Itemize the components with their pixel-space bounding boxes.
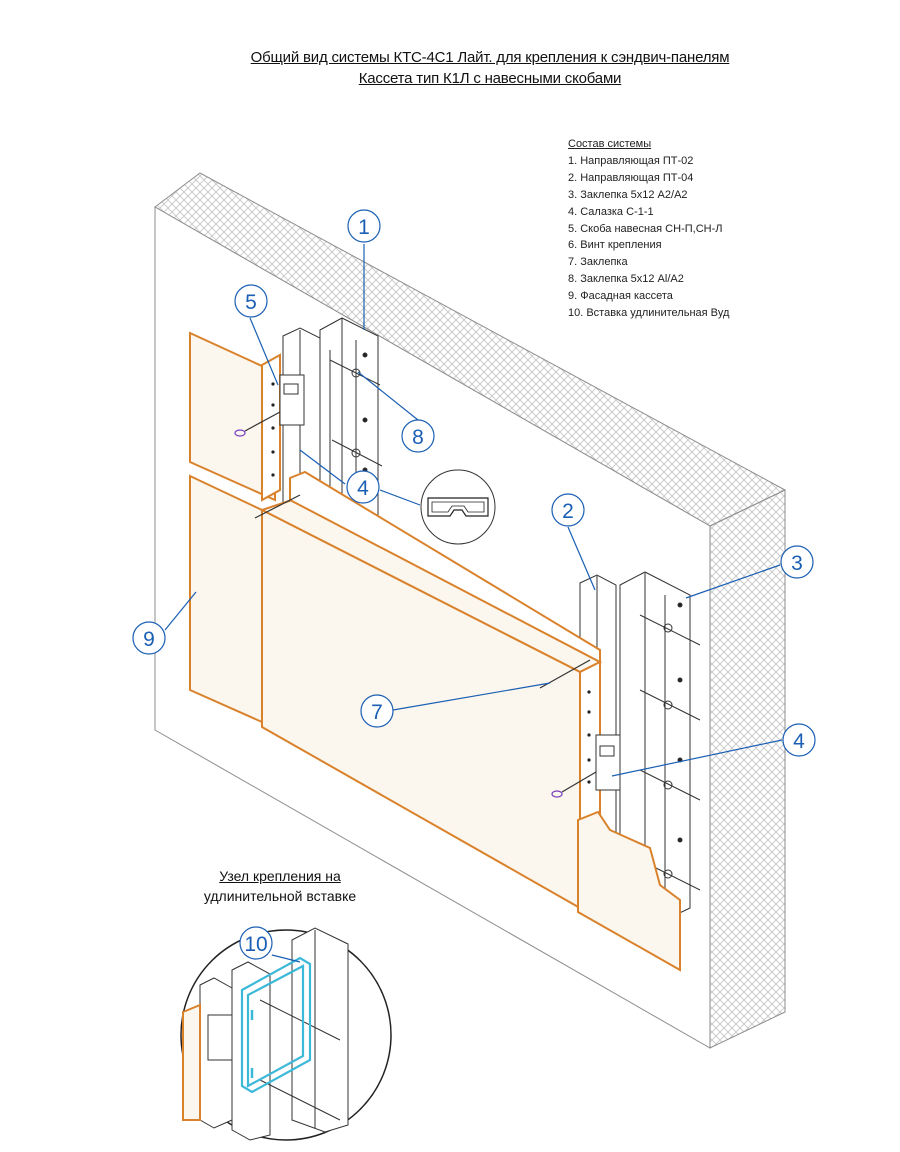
legend-item: 2. Направляющая ПТ-04: [568, 171, 694, 184]
callouts: [132, 209, 816, 963]
callout-label: 2: [562, 500, 574, 523]
detail-caption-line2: удлинительной вставке: [203, 888, 357, 904]
callout-label: 1: [358, 216, 370, 239]
drawing-title-line1: Общий вид системы КТС-4С1 Лайт. для креп…: [250, 49, 730, 66]
callout-label: 7: [371, 701, 383, 724]
legend-item: 6. Винт крепления: [568, 239, 662, 252]
legend-item: 1. Направляющая ПТ-02: [568, 154, 694, 167]
detail-caption-line1: Узел крепления на: [219, 868, 341, 884]
legend-item: 7. Заклепка: [568, 256, 628, 269]
facade-cassettes: [189, 331, 681, 972]
callout-label: 4: [357, 477, 369, 500]
legend-item: 5. Скоба навесная СН-П,СН-Л: [568, 222, 723, 235]
legend-item: 8. Заклепка 5х12 Al/А2: [568, 273, 684, 286]
callout-label: 5: [245, 291, 257, 314]
profile-section-detail: [420, 469, 496, 545]
drawing-title-line2: Кассета тип К1Л с навесными скобами: [358, 70, 622, 87]
legend-item: 10. Вставка удлинительная Вуд: [568, 307, 730, 320]
cassette-holes: [271, 382, 591, 784]
callout-label: 8: [412, 426, 424, 449]
callout-label: 4: [793, 730, 805, 753]
legend-heading: Состав системы: [568, 138, 652, 150]
callout-label: 9: [143, 628, 155, 651]
legend-item: 9. Фасадная кассета: [568, 290, 673, 303]
legend-item: 3. Заклепка 5х12 А2/А2: [568, 188, 688, 201]
hanging-brackets: [279, 374, 621, 791]
callout-label: 3: [791, 552, 803, 575]
callout-label: 10: [244, 933, 267, 956]
system-legend: Состав системы 1. Направляющая ПТ-02 2. …: [568, 136, 729, 322]
extension-insert-detail: [180, 927, 392, 1141]
legend-item: 4. Салазка С-1-1: [568, 205, 654, 218]
